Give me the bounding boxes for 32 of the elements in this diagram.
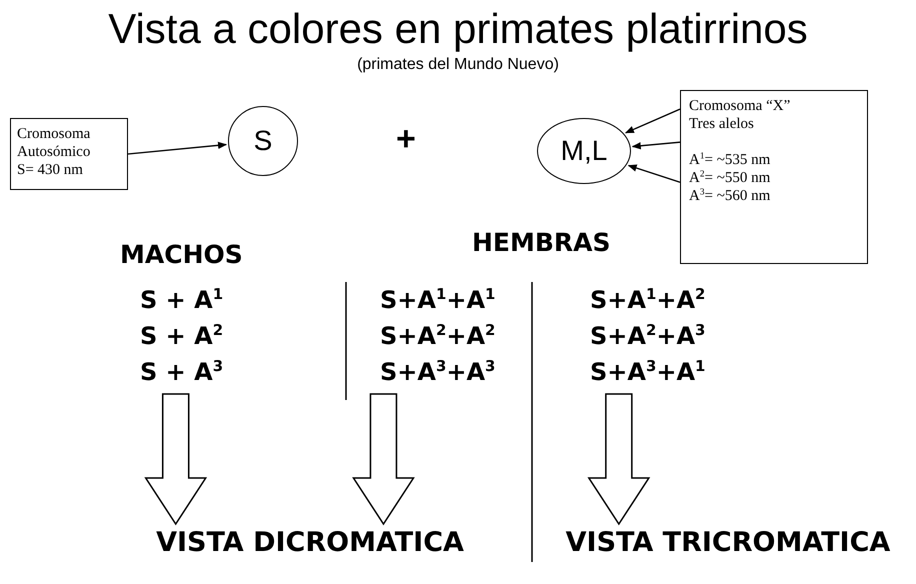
genotype-formula: S + A$^{1}$ — [140, 284, 224, 316]
outcome-heading: VISTA TRICROMATICA — [540, 526, 916, 560]
block-arrow — [587, 393, 650, 526]
diagram-title: Vista a colores en primates platirrinos — [107, 4, 809, 54]
subtitle: (primates del Mundo Nuevo) — [356, 56, 560, 74]
genotype-formula: S+A$^{1}$+A$^{1}$ — [380, 284, 496, 316]
plus-sign: + — [396, 120, 416, 159]
genotype-formula: S + A$^{2}$ — [140, 320, 224, 352]
note-text: A$^{1}$= ~535 nm — [689, 151, 772, 169]
gene-label: S — [254, 125, 272, 157]
gene-label: M,L — [560, 135, 608, 167]
arrow — [624, 108, 680, 134]
note-text: A$^{3}$= ~560 nm — [689, 187, 772, 205]
genotype-formula: S+A$^{3}$+A$^{1}$ — [590, 356, 706, 388]
note-box — [680, 90, 868, 264]
genotype-formula: S+A$^{2}$+A$^{3}$ — [590, 320, 706, 352]
note-text: A$^{2}$= ~550 nm — [689, 169, 772, 187]
arrow — [632, 142, 680, 150]
genotype-formula: S + A$^{3}$ — [140, 356, 224, 388]
note-box — [10, 118, 128, 190]
genotype-formula: S+A$^{2}$+A$^{2}$ — [380, 320, 496, 352]
group-heading: HEMBRAS — [472, 228, 611, 257]
block-arrow — [352, 393, 415, 526]
group-heading: MACHOS — [120, 240, 243, 269]
block-arrow — [144, 393, 208, 526]
genotype-formula: S+A$^{1}$+A$^{2}$ — [590, 284, 706, 316]
arrow — [628, 164, 680, 183]
note-text: Cromosoma Autosómico S= 430 nm — [17, 125, 92, 179]
note-text: Cromosoma “X” Tres alelos — [689, 97, 792, 133]
outcome-heading: VISTA DICROMATICA — [120, 526, 500, 560]
genotype-formula: S+A$^{3}$+A$^{3}$ — [380, 356, 496, 388]
arrow — [128, 142, 228, 155]
